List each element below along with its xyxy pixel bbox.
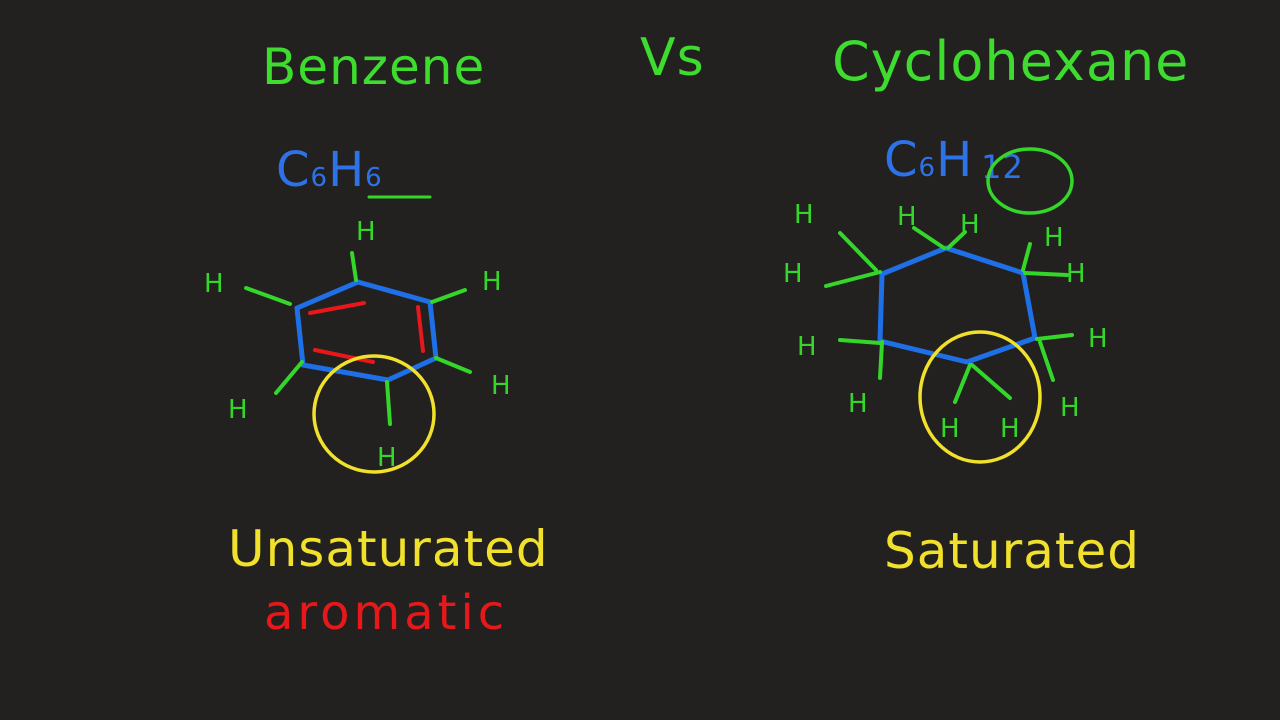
cyclohexane-ring — [877, 245, 1038, 365]
benzene-formula: C6H6 — [276, 142, 383, 198]
hydrogen-atom: H — [228, 395, 248, 425]
formula-hydrogen: H — [936, 132, 974, 188]
hydrogen-atom: H — [960, 210, 980, 240]
hydrogen-atom: H — [783, 259, 803, 289]
hydrogen-atom: H — [1088, 324, 1108, 354]
hydrogen-atom: H — [356, 217, 376, 247]
benzene-ring — [294, 279, 439, 383]
formula-carbon-count: 6 — [310, 163, 329, 193]
hydrogen-atom: H — [491, 371, 511, 401]
hydrogen-atom: H — [482, 267, 502, 297]
double-bond — [313, 348, 375, 364]
benzene-classification: Unsaturated — [228, 520, 549, 578]
cyclohexane-structure: H H H H H H H H H H H H — [783, 147, 1108, 464]
formula-carbon-count: 6 — [918, 153, 937, 183]
hydrogen-atom: H — [1000, 414, 1020, 444]
hydrogen-atom: H — [1066, 259, 1086, 289]
hydrogen-atom: H — [377, 443, 397, 473]
formula-hydrogen: H — [328, 142, 366, 198]
title-cyclohexane: Cyclohexane — [832, 30, 1190, 93]
formula-hydrogen-count: 6 — [365, 163, 383, 193]
hydrogen-atom: H — [1044, 223, 1064, 253]
title-vs: Vs — [640, 28, 705, 88]
hydrogen-atom: H — [848, 389, 868, 419]
hydrogen-atom: H — [1060, 393, 1080, 423]
double-bond — [416, 305, 425, 353]
highlight-circle — [312, 354, 436, 474]
hydrogen-atom: H — [797, 332, 817, 362]
cyclohexane-classification: Saturated — [884, 522, 1140, 580]
benzene-subclass: aromatic — [264, 585, 509, 641]
formula-carbon: C — [884, 132, 919, 188]
hydrogen-atom: H — [940, 414, 960, 444]
highlight-circle — [986, 147, 1074, 215]
title-benzene: Benzene — [262, 38, 486, 96]
benzene-structure: H H H H H H — [204, 195, 511, 474]
hydrogen-atom: H — [204, 269, 224, 299]
hydrogen-atom: H — [897, 202, 917, 232]
hydrogen-atom: H — [794, 200, 814, 230]
formula-carbon: C — [276, 142, 311, 198]
double-bond — [308, 301, 366, 315]
highlight-circle — [918, 330, 1042, 464]
